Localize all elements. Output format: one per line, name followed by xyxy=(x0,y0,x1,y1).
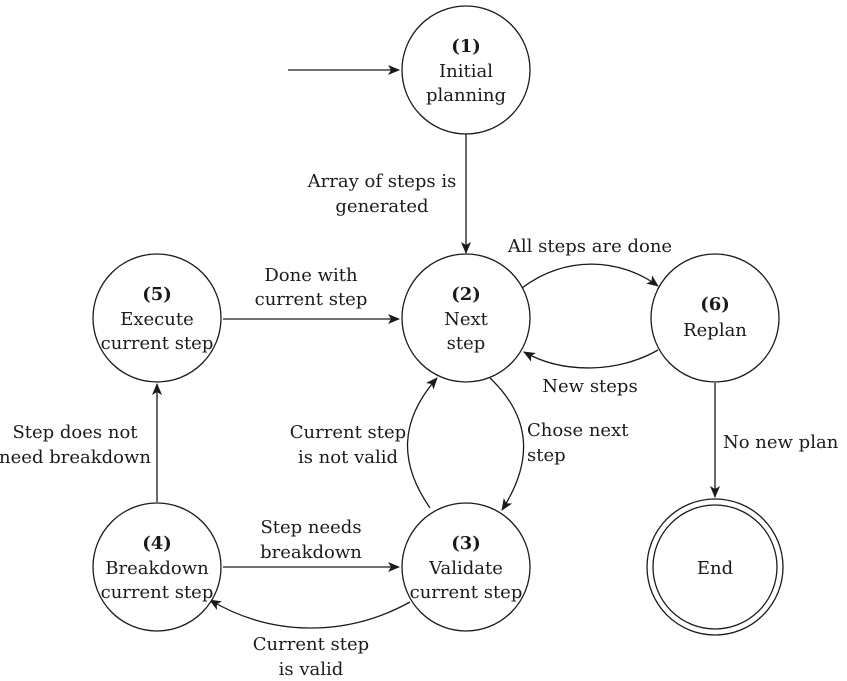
label-t12-line2: generated xyxy=(335,196,428,217)
label-t52-line1: Done with xyxy=(264,265,358,286)
state-3-circle xyxy=(401,502,531,632)
edge-3-to-2 xyxy=(406,377,438,509)
state-4-label-line1: Breakdown xyxy=(105,558,209,579)
label-t26-line1: All steps are done xyxy=(507,236,672,257)
label-t52-line2: current step xyxy=(255,289,368,310)
label-t45-line2: need breakdown xyxy=(0,447,151,468)
label-t12-line1: Array of steps is xyxy=(307,171,457,192)
label-t32-line2: is not valid xyxy=(298,447,398,468)
state-3-number: (3) xyxy=(451,533,481,554)
edges xyxy=(152,65,720,629)
edge-2-to-3 xyxy=(489,377,525,511)
state-1-label-line1: Initial xyxy=(439,61,493,82)
state-4-number: (4) xyxy=(142,533,172,554)
state-5-number: (5) xyxy=(142,284,172,305)
label-t32-line1: Current step xyxy=(290,422,406,443)
state-4-circle xyxy=(92,502,222,632)
state-6-label-line1: Replan xyxy=(683,320,747,341)
edge-3-to-4 xyxy=(209,599,411,629)
state-4-label-line2: current step xyxy=(101,582,214,603)
state-4: (4) Breakdown current step xyxy=(92,502,222,632)
state-2-label-line1: Next xyxy=(444,309,489,330)
state-2: (2) Next step xyxy=(401,253,531,383)
label-t62-line1: New steps xyxy=(542,376,637,397)
edge-6-to-2 xyxy=(523,349,659,369)
label-t43-line1: Step needs xyxy=(260,517,361,538)
state-end-label: End xyxy=(697,558,733,579)
state-2-circle xyxy=(401,253,531,383)
state-6: (6) Replan xyxy=(650,253,780,383)
label-t34-line1: Current step xyxy=(253,634,369,655)
state-2-number: (2) xyxy=(451,284,481,305)
state-end: End xyxy=(646,498,784,636)
edge-labels: Array of steps is generated All steps ar… xyxy=(0,171,839,680)
state-1-label-line2: planning xyxy=(426,85,506,106)
label-t23-line2: step xyxy=(527,445,566,466)
state-3-label-line2: current step xyxy=(410,582,523,603)
label-t34-line2: is valid xyxy=(279,659,344,680)
state-5: (5) Execute current step xyxy=(92,253,222,383)
state-1-number: (1) xyxy=(451,36,481,57)
label-t45-line1: Step does not xyxy=(12,422,138,443)
state-1: (1) Initial planning xyxy=(401,5,531,135)
edge-2-to-6 xyxy=(521,263,659,289)
state-3: (3) Validate current step xyxy=(401,502,531,632)
state-5-label-line1: Execute xyxy=(120,309,194,330)
state-1-circle xyxy=(401,5,531,135)
state-2-label-line2: step xyxy=(447,333,486,354)
state-6-circle xyxy=(650,253,780,383)
state-end-inner-circle xyxy=(652,504,778,630)
label-t6end-line1: No new plan xyxy=(723,432,839,453)
state-6-number: (6) xyxy=(700,294,730,315)
state-5-circle xyxy=(92,253,222,383)
state-5-label-line2: current step xyxy=(101,333,214,354)
state-3-label-line1: Validate xyxy=(428,558,503,579)
label-t23-line1: Chose next xyxy=(527,420,629,441)
label-t43-line2: breakdown xyxy=(260,542,362,563)
